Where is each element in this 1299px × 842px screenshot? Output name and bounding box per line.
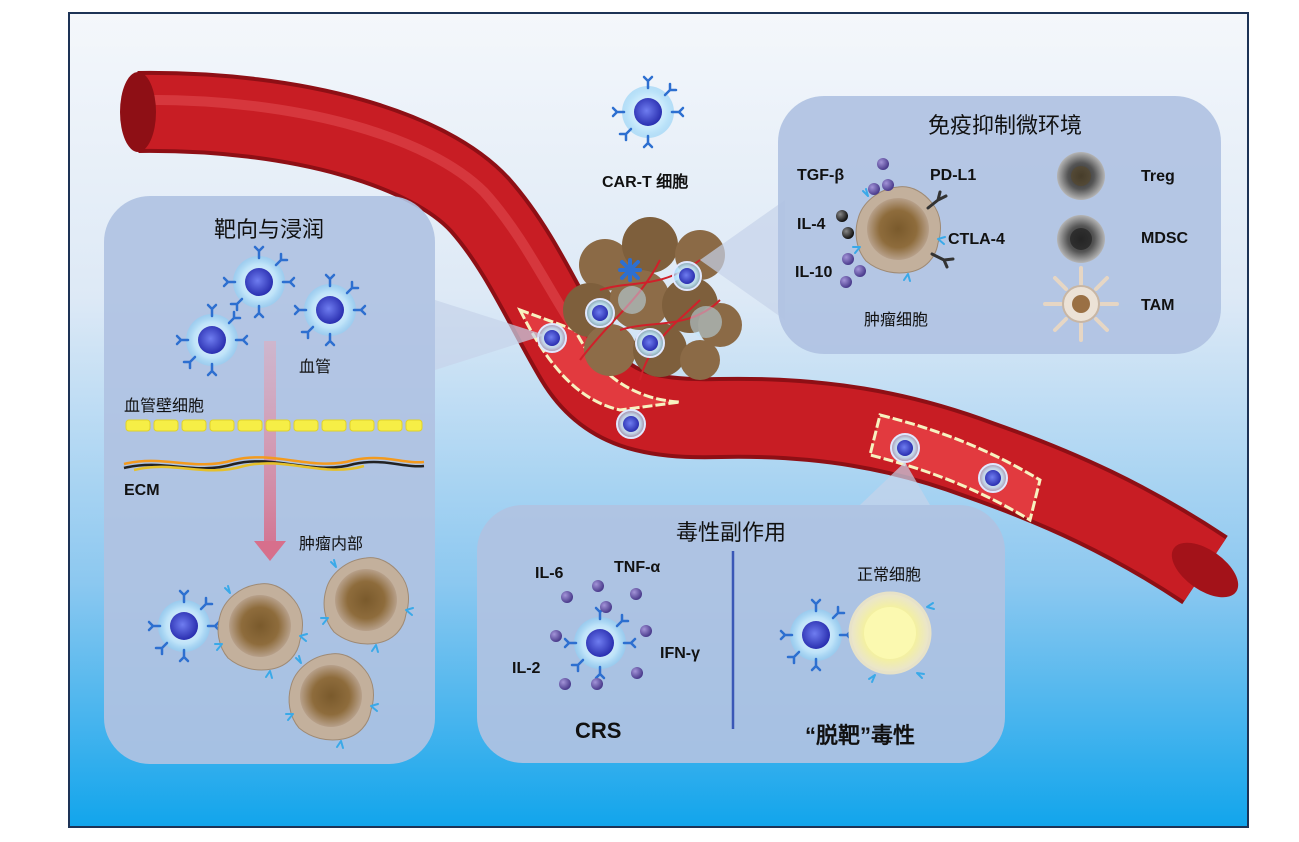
pericyte-label: 血管壁细胞 — [124, 396, 205, 415]
toxicity-illustration — [550, 551, 935, 729]
tumor-mass — [563, 217, 742, 381]
immunosuppressive-illustration — [836, 152, 1119, 342]
vessel-label: 血管 — [299, 357, 332, 376]
targeting-title: 靶向与浸润 — [214, 218, 325, 243]
mdsc-label: MDSC — [1141, 230, 1189, 247]
tumor-cell-label: 肿瘤细胞 — [864, 310, 929, 329]
tumor-interior-label: 肿瘤内部 — [299, 534, 364, 553]
normal-cell-label: 正常细胞 — [857, 565, 922, 584]
blood-vessel — [120, 70, 1239, 605]
immunosuppressive-title: 免疫抑制微环境 — [928, 114, 1083, 139]
il10-label: IL-10 — [795, 264, 833, 281]
treg-label: Treg — [1141, 168, 1175, 185]
car-t-label: CAR-T 细胞 — [602, 174, 689, 191]
il6-label: IL-6 — [535, 565, 564, 582]
ifn-label: IFN-γ — [660, 645, 700, 662]
il2-label: IL-2 — [512, 660, 541, 677]
car-t-cell-icon — [611, 75, 685, 149]
immunosuppressive-panel — [778, 96, 1221, 354]
toxicity-title: 毒性副作用 — [676, 521, 787, 546]
connector-immuno — [700, 200, 785, 320]
crs-label: CRS — [575, 718, 622, 743]
tgf-beta-label: TGF-β — [797, 167, 845, 184]
ecm-label: ECM — [124, 482, 160, 499]
off-target-label: “脱靶”毒性 — [805, 723, 916, 748]
pd-l1-label: PD-L1 — [930, 167, 977, 184]
tam-label: TAM — [1141, 297, 1175, 314]
targeting-illustration — [123, 245, 425, 749]
connector-toxicity — [860, 462, 930, 505]
ctla4-label: CTLA-4 — [948, 231, 1005, 248]
connector-targeting — [435, 300, 545, 370]
il4-label: IL-4 — [797, 216, 826, 233]
tnf-label: TNF-α — [614, 559, 661, 576]
